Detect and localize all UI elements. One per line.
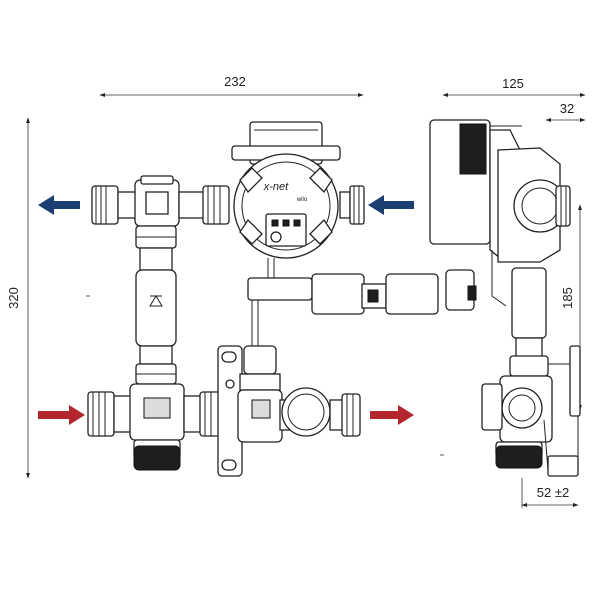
flow-arrow-top-right (368, 195, 414, 215)
dimension-label-320: 320 (6, 287, 21, 309)
top-pipe-assembly (91, 175, 230, 227)
return-inflow-arrow (368, 195, 414, 215)
dimension-height-total: 320 (6, 117, 30, 479)
flow-arrow-bottom-right (370, 405, 414, 425)
pump-maker-label: wilo (296, 197, 308, 203)
front-view: x-net wilo (87, 121, 439, 477)
dimension-label-185: 185 (560, 287, 575, 309)
dimension-offset-top: 32 (545, 101, 586, 122)
side-pump-body (429, 119, 571, 263)
supply-outflow-arrow (370, 405, 414, 425)
return-outflow-arrow (38, 195, 80, 215)
pump-brand-label: x-net (263, 181, 289, 193)
cable-sensor-connector (247, 258, 439, 352)
dimension-label-232: 232 (224, 74, 246, 89)
dimension-label-52: 52 ±2 (537, 485, 569, 500)
dimension-depth-side: 125 (442, 76, 586, 97)
reference-marks (86, 295, 444, 456)
pump: x-net wilo (231, 121, 365, 259)
flow-arrow-top-left (38, 195, 80, 215)
dimension-spacing-bottom: 52 ±2 (521, 478, 579, 508)
side-riser (509, 267, 549, 377)
side-bracket (547, 345, 581, 477)
flow-arrow-bottom-left (38, 405, 85, 425)
side-sensor (445, 250, 507, 311)
side-view (429, 119, 581, 477)
bottom-pipe-assembly (87, 383, 225, 471)
check-valve-riser (135, 225, 177, 385)
dimension-width-front: 232 (99, 74, 364, 97)
supply-inflow-arrow (38, 405, 85, 425)
mixing-valve (237, 345, 361, 443)
dimension-label-32: 32 (560, 101, 574, 116)
side-bottom-valve (481, 375, 553, 471)
dimension-label-125: 125 (502, 76, 524, 91)
